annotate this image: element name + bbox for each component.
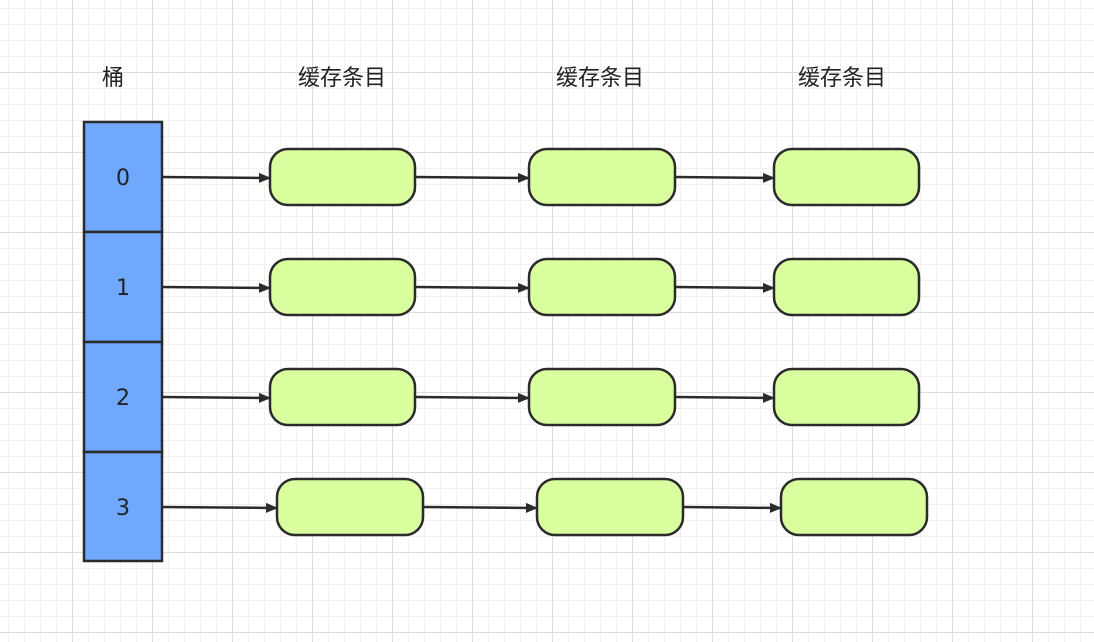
arrow-entry-to-entry — [682, 502, 782, 513]
bucket-cell-0: 0 — [82, 120, 164, 234]
cache-entry — [527, 147, 677, 207]
bucket-label: 0 — [116, 166, 130, 191]
cache-entry — [268, 147, 417, 207]
bucket-cell-3: 3 — [82, 450, 164, 563]
bucket-cell-1: 1 — [82, 230, 164, 344]
bucket-header: 桶 — [101, 66, 124, 91]
entry-header-2: 缓存条目 — [555, 66, 644, 91]
entry-header-1: 缓存条目 — [297, 66, 386, 91]
arrow-entry-to-entry — [674, 172, 775, 183]
bucket-column: 0 1 2 3 — [82, 120, 164, 563]
cache-entry — [275, 477, 425, 537]
chain-row-0 — [161, 147, 921, 207]
bucket-cell-box — [82, 450, 164, 563]
chain-row-1 — [161, 257, 921, 317]
bucket-label: 1 — [116, 276, 130, 301]
bucket-cell-box — [82, 230, 164, 344]
arrow-entry-to-entry — [674, 282, 775, 293]
arrow-bucket-to-entry — [161, 172, 271, 183]
bucket-label: 2 — [116, 386, 130, 411]
entry-header-3: 缓存条目 — [797, 66, 886, 91]
arrow-bucket-to-entry — [161, 392, 271, 403]
arrow-bucket-to-entry — [161, 502, 278, 513]
arrow-bucket-to-entry — [161, 282, 271, 293]
cache-entry — [779, 477, 929, 537]
bucket-cell-2: 2 — [82, 340, 164, 454]
chain-row-3 — [161, 477, 929, 537]
arrow-entry-to-entry — [674, 392, 775, 403]
arrow-entry-to-entry — [414, 282, 530, 293]
cache-entry — [535, 477, 685, 537]
cache-entry — [527, 257, 677, 317]
cache-entry — [268, 257, 417, 317]
cache-entry — [527, 367, 677, 427]
arrow-entry-to-entry — [414, 172, 530, 183]
cache-entry — [268, 367, 417, 427]
bucket-cell-box — [82, 120, 164, 234]
arrow-entry-to-entry — [414, 392, 530, 403]
bucket-label: 3 — [116, 496, 130, 521]
cache-entry — [772, 257, 921, 317]
cache-entry — [772, 367, 921, 427]
arrow-entry-to-entry — [422, 502, 538, 513]
chain-row-2 — [161, 367, 921, 427]
cache-entry — [772, 147, 921, 207]
